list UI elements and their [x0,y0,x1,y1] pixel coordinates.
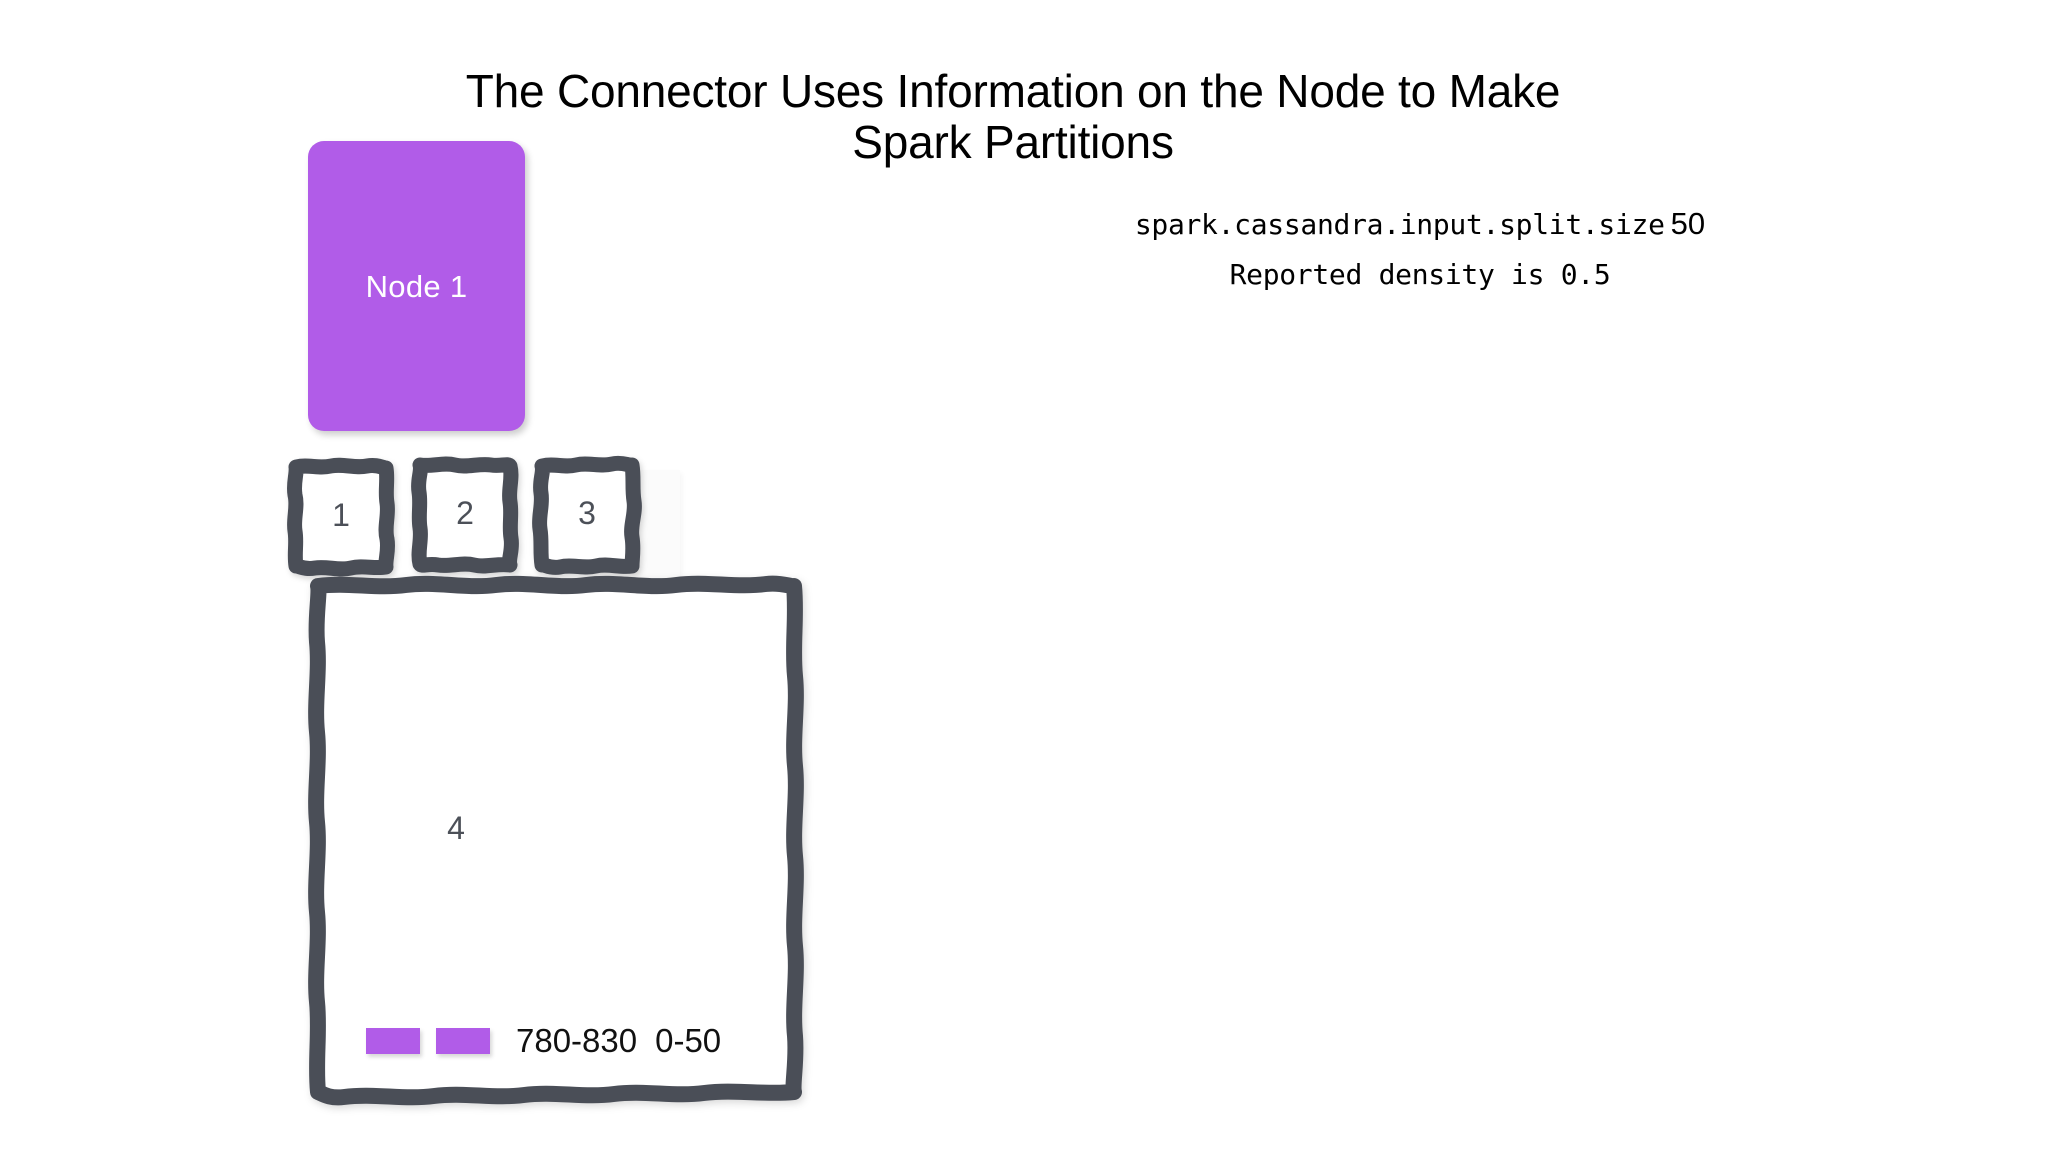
legend-range-1: 780-830 [516,1022,638,1059]
config-split-size-key: spark.cassandra.input.split.size [1134,208,1665,241]
partition-box-3[interactable]: 3 [531,453,643,577]
legend-swatch-1 [366,1028,420,1054]
node-card-label: Node 1 [365,269,468,304]
page-title: The Connector Uses Information on the No… [0,14,2048,169]
sketch-border-icon [532,455,642,575]
legend-range-2: 0-50 [655,1022,722,1059]
sketch-border-icon [308,575,804,1106]
page-title-text: The Connector Uses Information on the No… [465,64,1561,169]
sketch-border-icon [286,457,396,577]
config-density-line: Reported density is 0.5 [1229,258,1611,291]
partition-box-2[interactable]: 2 [409,453,521,577]
sketch-border-icon [411,456,519,574]
legend: 780-830 0-50 [366,1022,721,1060]
partition-box-1[interactable]: 1 [285,455,397,579]
legend-swatch-2 [436,1028,490,1054]
config-split-size-value: 50 [1670,206,1706,241]
node-card[interactable]: Node 1 [308,141,525,431]
